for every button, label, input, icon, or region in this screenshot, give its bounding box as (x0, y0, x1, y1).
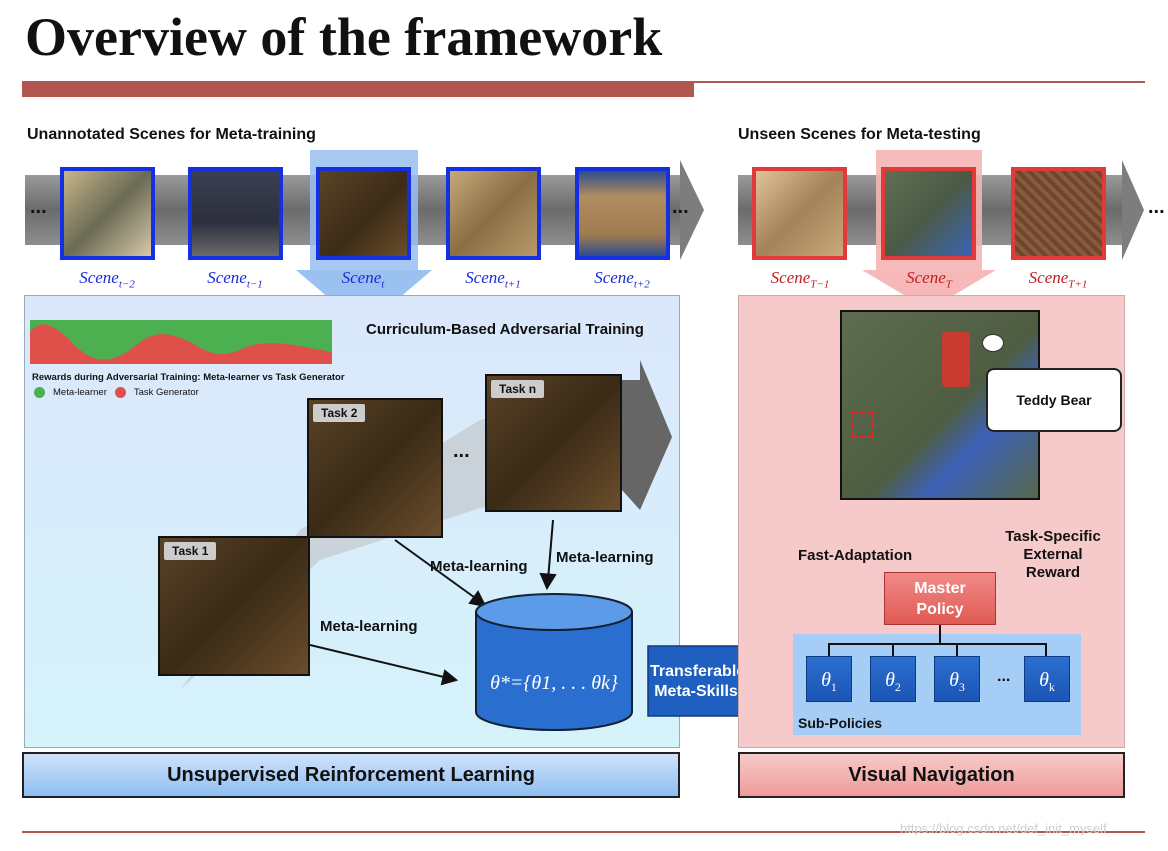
task-ellipsis: ... (453, 440, 470, 462)
task-1-scene[interactable]: Task 1 (158, 536, 310, 676)
meta-learning-label: Meta-learning (556, 549, 654, 566)
unsupervised-rl-footer: Unsupervised Reinforcement Learning (22, 752, 680, 798)
ellipsis: ... (672, 196, 689, 218)
sub-policy-box[interactable]: θk (1024, 656, 1070, 702)
transfer-arrow-label: Transferable Meta-Skills (650, 662, 746, 702)
theta-star-label: θ*={θ1, . . . θk} (490, 672, 618, 694)
scene-label: Scenet−2 (79, 268, 135, 291)
sub-policy-box[interactable]: θ3 (934, 656, 980, 702)
meta-learning-label: Meta-learning (430, 558, 528, 575)
transfer-label-line: Meta-Skills (654, 683, 738, 700)
task-label: Task n (491, 380, 545, 398)
legend-swatch-green (34, 387, 45, 398)
thought-bubble-icon (982, 334, 1004, 352)
chart-caption: Rewards during Adversarial Training: Met… (32, 372, 345, 383)
meta-learning-label: Meta-learning (320, 618, 418, 635)
panel-heading: Curriculum-Based Adversarial Training (366, 321, 644, 338)
test-scene-thumbnail[interactable] (1011, 167, 1106, 260)
scene-label: Scenet+1 (465, 268, 521, 291)
legend-label: Task Generator (133, 387, 199, 398)
task-label: Task 2 (313, 404, 366, 422)
meta-testing-heading: Unseen Scenes for Meta-testing (738, 126, 981, 143)
task-label: Task 1 (164, 542, 217, 560)
sub-policy-box[interactable]: θ2 (870, 656, 916, 702)
timeline-arrowhead (1122, 160, 1144, 260)
reward-label-line: External (1023, 546, 1083, 563)
fast-adaptation-label: Fast-Adaptation (798, 547, 913, 564)
legend-swatch-red (114, 387, 126, 398)
meta-training-heading: Unannotated Scenes for Meta-training (27, 126, 316, 143)
scene-label: SceneT (906, 268, 952, 291)
task-generator-area (30, 324, 332, 364)
timeline-arrowhead (680, 160, 704, 260)
meta-learning-arrow (547, 519, 554, 581)
reward-chart (30, 320, 332, 364)
task-2-scene[interactable]: Task 2 (307, 398, 443, 538)
transfer-label-line: Transferable (650, 663, 746, 680)
scene-thumbnail[interactable] (446, 167, 541, 260)
ellipsis: ... (30, 196, 47, 218)
scene-label: Scenet+2 (594, 268, 650, 291)
reward-label-line: Task-Specific (1005, 528, 1101, 545)
sub-policies-label: Sub-Policies (798, 715, 883, 731)
legend-label: Meta-learner (53, 387, 107, 398)
scene-label: Scenet−1 (207, 268, 263, 291)
reward-label-line: Reward (1025, 564, 1081, 581)
scene-thumbnail[interactable] (60, 167, 155, 260)
curriculum-arrowhead (622, 360, 672, 510)
robot-icon (942, 332, 970, 387)
test-scene-thumbnail[interactable] (752, 167, 847, 260)
reward-label: Task-Specific External Reward (998, 528, 1108, 582)
sub-policy-box[interactable]: θ1 (806, 656, 852, 702)
target-marker-icon (852, 412, 874, 438)
master-policy-box[interactable]: Master Policy (884, 572, 996, 625)
scene-thumbnail[interactable] (575, 167, 670, 260)
test-scene-thumbnail-current[interactable] (881, 167, 976, 260)
visual-navigation-footer: Visual Navigation (738, 752, 1125, 798)
scene-label: SceneT+1 (1028, 268, 1088, 291)
sub-policy-ellipsis: ... (997, 668, 1011, 685)
master-policy-line: Policy (916, 601, 964, 618)
watermark: https://blog.csdn.net/def_init_myself (900, 821, 1107, 836)
footer-divider (22, 831, 1145, 833)
scene-label: Scenet (341, 268, 385, 291)
title-accent-bar (22, 82, 694, 97)
navigation-scene[interactable] (840, 310, 1040, 500)
meta-skills-database-icon (475, 593, 633, 731)
chart-legend: Meta-learner Task Generator (34, 387, 199, 398)
meta-learning-arrow (394, 539, 479, 601)
scene-label: SceneT−1 (770, 268, 830, 291)
meta-learning-arrow (309, 644, 449, 679)
slide-title: Overview of the framework (25, 7, 663, 67)
scene-thumbnail[interactable] (188, 167, 283, 260)
master-policy-line: Master (914, 580, 966, 597)
target-object-bubble: Teddy Bear (986, 368, 1122, 432)
ellipsis: ... (1148, 196, 1165, 218)
task-n-scene[interactable]: Task n (485, 374, 622, 512)
scene-thumbnail-current[interactable] (316, 167, 411, 260)
